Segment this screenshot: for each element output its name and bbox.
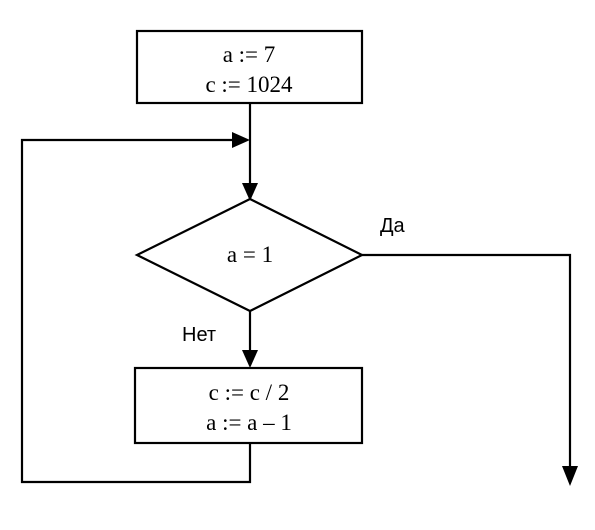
arrow-yes-exit: [562, 466, 578, 486]
edge-loop-back: [20, 138, 252, 484]
loop-line-a: a := a – 1: [206, 410, 292, 435]
arrow-into-loop-block: [242, 350, 258, 368]
edge-yes-branch: [362, 253, 572, 470]
init-block: [135, 29, 364, 105]
loop-line-c: c := c / 2: [209, 380, 290, 405]
arrow-loop-return: [232, 132, 250, 148]
loop-block: [133, 366, 364, 445]
init-line-a: a := 7: [223, 42, 276, 67]
decision-condition: a = 1: [227, 242, 273, 267]
yes-branch-label: Да: [380, 215, 406, 237]
arrow-into-decision: [242, 183, 258, 201]
init-line-c: c := 1024: [205, 72, 293, 97]
no-branch-label: Нет: [182, 324, 216, 346]
